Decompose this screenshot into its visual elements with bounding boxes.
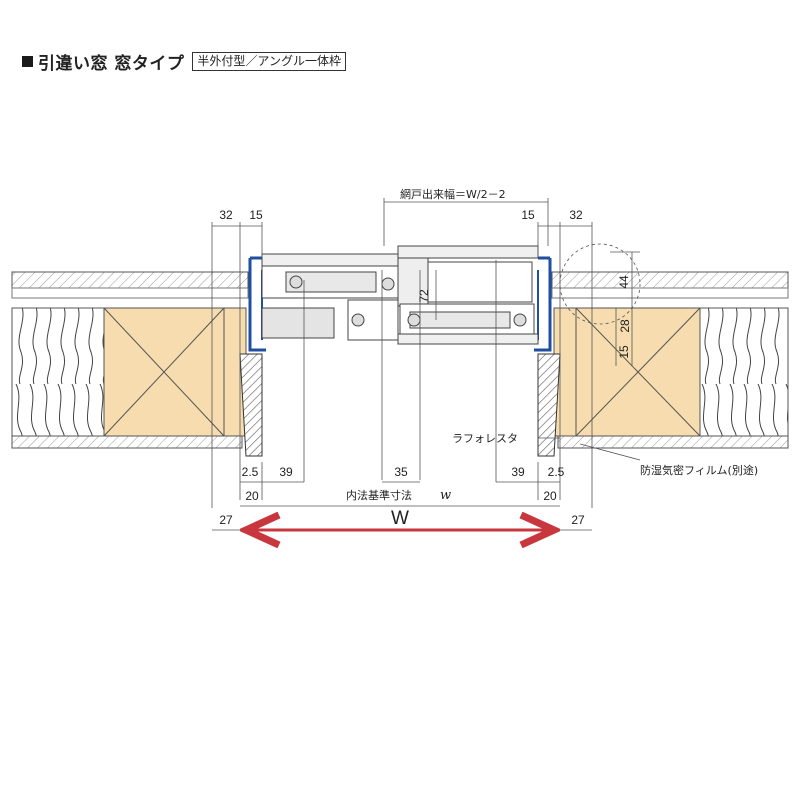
film-label: 防湿気密フィルム(別途): [640, 463, 758, 477]
dim-bottom-right-2-5: 2.5: [548, 465, 565, 479]
jamb-casing: [239, 353, 561, 457]
title-row: 引違い窓 窓タイプ 半外付型／アングル一体枠: [22, 50, 346, 74]
dim-44: 44: [617, 275, 631, 289]
dim-28: 28: [618, 319, 632, 333]
inner-dimension-w: w: [440, 488, 451, 503]
exterior-siding: [11, 271, 789, 299]
dim-bottom-left-20: 20: [245, 489, 259, 503]
dim-top-left-15: 15: [249, 208, 263, 222]
inner-dimension-label: 内法基準寸法: [346, 488, 412, 502]
dim-bottom-center-35: 35: [394, 465, 408, 479]
dim-top-right-32: 32: [569, 208, 583, 222]
dim-bottom-right-27: 27: [571, 513, 585, 527]
interior-board: [11, 435, 789, 449]
dim-bottom-right-20: 20: [543, 489, 557, 503]
laforesta-label: ラフォレスタ: [452, 432, 518, 445]
screen-width-label: 網戸出来幅＝W/2－2: [400, 187, 506, 201]
dim-bottom-left-27: 27: [219, 513, 233, 527]
dim-72: 72: [417, 289, 431, 303]
dimension-lines: [211, 198, 641, 531]
overall-width-label: W: [391, 508, 409, 529]
title-bullet: [22, 55, 33, 67]
dim-top-right-15: 15: [521, 208, 535, 222]
dim-15-vertical: 15: [617, 345, 631, 359]
wall-studs: [103, 307, 701, 437]
dim-bottom-right-39: 39: [511, 465, 525, 479]
sash-assembly: [261, 245, 539, 345]
dim-top-left-32: 32: [219, 208, 233, 222]
dim-bottom-left-2-5: 2.5: [242, 465, 259, 479]
type-badge: 半外付型／アングル一体枠: [192, 51, 346, 71]
dim-bottom-left-39: 39: [279, 465, 293, 479]
page-title: 引違い窓 窓タイプ: [38, 53, 185, 74]
